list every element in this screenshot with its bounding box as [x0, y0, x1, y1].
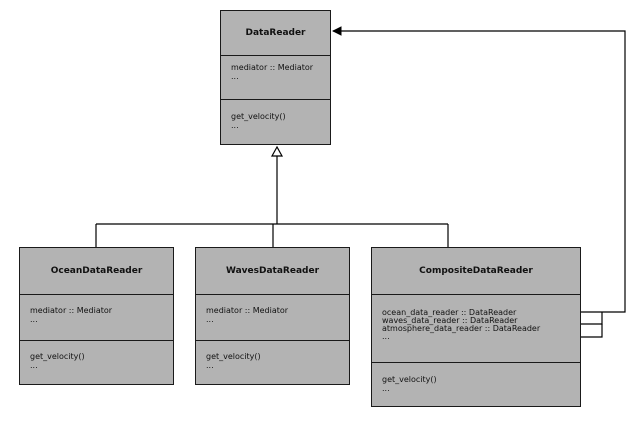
operation: get_velocity() [382, 375, 437, 384]
association-link-2 [581, 312, 603, 325]
class-box-waves-data-reader[interactable]: WavesDataReader mediator :: Mediator ...… [195, 247, 350, 385]
operation: ... [30, 361, 38, 370]
class-operations: get_velocity() ... [372, 363, 580, 406]
class-attributes: ocean_data_reader :: DataReader waves_da… [372, 295, 580, 363]
class-attributes: mediator :: Mediator ... [221, 56, 330, 100]
attribute: ... [206, 315, 214, 324]
attribute: waves_data_reader :: DataReader [382, 316, 518, 325]
attribute: atmosphere_data_reader :: DataReader [382, 324, 541, 333]
class-operations: get_velocity() ... [196, 341, 349, 384]
inheritance-connector [95, 145, 449, 247]
class-box-data-reader[interactable]: DataReader mediator :: Mediator ... get_… [220, 10, 331, 145]
operation: get_velocity() [231, 112, 286, 121]
association-link-1 [332, 26, 626, 313]
attribute: ... [231, 72, 239, 81]
class-operations: get_velocity() ... [20, 341, 173, 384]
operation: ... [206, 361, 214, 370]
attribute: mediator :: Mediator [30, 306, 113, 315]
operation: ... [382, 384, 390, 393]
class-operations: get_velocity() ... [221, 100, 330, 144]
attribute: ... [30, 315, 38, 324]
class-name: DataReader [221, 11, 330, 56]
operation: get_velocity() [30, 352, 85, 361]
association-connector [332, 26, 626, 338]
operation: get_velocity() [206, 352, 261, 361]
attribute: ... [382, 332, 390, 341]
attribute: ocean_data_reader :: DataReader [382, 308, 517, 317]
class-attributes: mediator :: Mediator ... [20, 295, 173, 341]
class-box-ocean-data-reader[interactable]: OceanDataReader mediator :: Mediator ...… [19, 247, 174, 385]
class-box-composite-data-reader[interactable]: CompositeDataReader ocean_data_reader ::… [371, 247, 581, 407]
class-name: OceanDataReader [20, 248, 173, 295]
inheritance-triangle-icon [270, 145, 284, 157]
class-attributes: mediator :: Mediator ... [196, 295, 349, 341]
attribute: mediator :: Mediator [231, 63, 314, 72]
attribute: mediator :: Mediator [206, 306, 289, 315]
class-name: WavesDataReader [196, 248, 349, 295]
association-link-3 [581, 324, 603, 338]
operation: ... [231, 121, 239, 130]
class-name: CompositeDataReader [372, 248, 580, 295]
